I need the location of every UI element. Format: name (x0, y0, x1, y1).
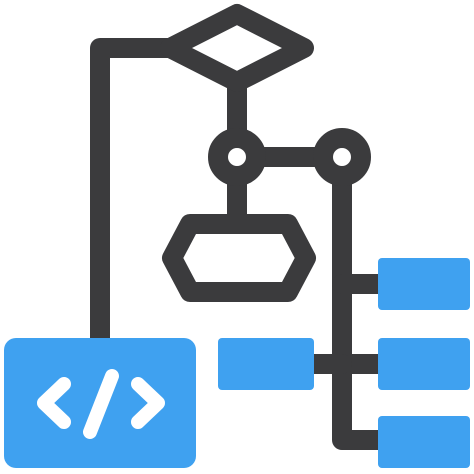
junction-node-right (313, 128, 371, 186)
decision-diamond-shape (160, 4, 314, 92)
output-block-2 (378, 338, 470, 390)
junction-node-left (208, 128, 266, 186)
code-brackets-icon (37, 369, 165, 439)
slash-mark (83, 369, 119, 439)
hexagon-process-shape (162, 214, 316, 302)
left-angle-bracket (37, 377, 71, 429)
output-block-3 (378, 416, 470, 468)
input-block (218, 338, 314, 390)
right-trunk-line (332, 166, 388, 450)
output-block-1 (378, 258, 470, 310)
right-angle-bracket (131, 377, 165, 429)
left-connector-line (90, 38, 190, 350)
